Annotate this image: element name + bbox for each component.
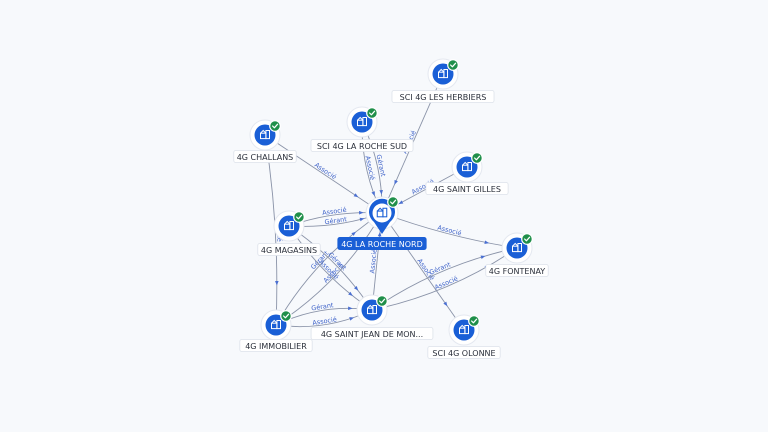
- node-olonne[interactable]: SCI 4G OLONNE: [427, 314, 501, 359]
- node-saint-jean[interactable]: 4G SAINT JEAN DE MON...: [310, 294, 434, 340]
- node-label-box: [427, 346, 501, 359]
- building-icon: [284, 220, 294, 231]
- node-label-box: [310, 139, 414, 152]
- check-badge-icon: [521, 233, 533, 245]
- building-icon: [367, 304, 377, 315]
- arrow-icon: [371, 191, 375, 197]
- node-label: 4G IMMOBILIER: [245, 342, 307, 351]
- node-label: 4G MAGASINS: [261, 246, 317, 255]
- node-label-box: [391, 90, 495, 103]
- building-icon: [462, 161, 472, 172]
- check-badge-icon: [269, 120, 281, 132]
- node-roche-nord[interactable]: 4G LA ROCHE NORD: [337, 196, 427, 250]
- edge-line: [275, 212, 383, 326]
- edge-label: Associé: [363, 155, 376, 181]
- nodes-layer: 4G LA ROCHE NORD 4G CHALLANS SCI 4G LA ROC…: [233, 58, 549, 359]
- node-label-box: [310, 327, 434, 340]
- edge-saint_jean-fontenay[interactable]: Associé: [371, 247, 518, 311]
- arrow-icon: [275, 281, 279, 286]
- arrow-icon: [353, 193, 359, 198]
- arrow-icon: [398, 200, 404, 205]
- edge-label: Gérant: [375, 154, 388, 178]
- node-label-box: [239, 339, 313, 352]
- edge-label: Associé: [313, 161, 338, 181]
- check-badge-icon: [387, 196, 399, 208]
- building-icon: [271, 319, 281, 330]
- arrow-icon: [349, 317, 355, 321]
- building-icon: [357, 116, 367, 127]
- node-label: 4G SAINT JEAN DE MON...: [321, 330, 423, 339]
- node-label-box: [485, 264, 549, 277]
- check-badge-icon: [293, 211, 305, 223]
- arrow-icon: [394, 179, 398, 185]
- node-label: 4G LA ROCHE NORD: [341, 240, 423, 249]
- edge-line: [371, 247, 518, 311]
- node-fontenay[interactable]: 4G FONTENAY: [485, 232, 549, 277]
- arrow-icon: [379, 190, 383, 195]
- node-label-box: [257, 243, 321, 256]
- node-roche-sud[interactable]: SCI 4G LA ROCHE SUD: [310, 106, 414, 152]
- node-label-box: [233, 150, 297, 163]
- node-label: 4G CHALLANS: [237, 153, 294, 162]
- building-icon: [260, 129, 270, 140]
- edge-label: Gérant: [428, 260, 452, 276]
- arrow-icon: [480, 255, 486, 259]
- node-label-box: [337, 237, 427, 250]
- node-label-box: [425, 182, 509, 195]
- node-label: 4G SAINT GILLES: [433, 185, 501, 194]
- node-saint-gilles[interactable]: 4G SAINT GILLES: [425, 151, 509, 195]
- arrow-icon: [351, 231, 357, 236]
- node-herbiers[interactable]: SCI 4G LES HERBIERS: [391, 58, 495, 103]
- edge-label: Associé: [437, 224, 463, 238]
- check-badge-icon: [471, 152, 483, 164]
- node-challans[interactable]: 4G CHALLANS: [233, 119, 297, 163]
- arrow-icon: [443, 301, 448, 307]
- arrow-icon: [359, 217, 365, 222]
- edge-label: Associé: [312, 315, 338, 327]
- arrow-icon: [348, 291, 353, 296]
- arrow-icon: [484, 240, 490, 244]
- check-badge-icon: [376, 295, 388, 307]
- arrow-icon: [377, 231, 382, 237]
- arrow-icon: [348, 306, 353, 311]
- node-label: SCI 4G LA ROCHE SUD: [317, 142, 407, 151]
- arrow-icon: [359, 210, 364, 215]
- node-label: SCI 4G OLONNE: [432, 349, 495, 358]
- arrow-icon: [353, 285, 359, 291]
- check-badge-icon: [447, 59, 459, 71]
- edge-label: Associé: [433, 275, 459, 292]
- check-badge-icon: [468, 315, 480, 327]
- building-icon: [459, 324, 469, 335]
- building-icon: [438, 68, 448, 79]
- edge-label: Associé: [368, 249, 378, 274]
- node-immobilier[interactable]: 4G IMMOBILIER: [239, 309, 313, 352]
- node-label: SCI 4G LES HERBIERS: [400, 93, 487, 102]
- check-badge-icon: [366, 107, 378, 119]
- edge-label: Gérant: [311, 301, 335, 312]
- node-label: 4G FONTENAY: [489, 267, 545, 276]
- node-magasins[interactable]: 4G MAGASINS: [257, 210, 321, 256]
- check-badge-icon: [280, 310, 292, 322]
- building-icon: [512, 242, 522, 253]
- building-icon: [376, 207, 388, 218]
- edge-label: Associé: [322, 206, 347, 217]
- edge-label: Gérant: [324, 215, 348, 226]
